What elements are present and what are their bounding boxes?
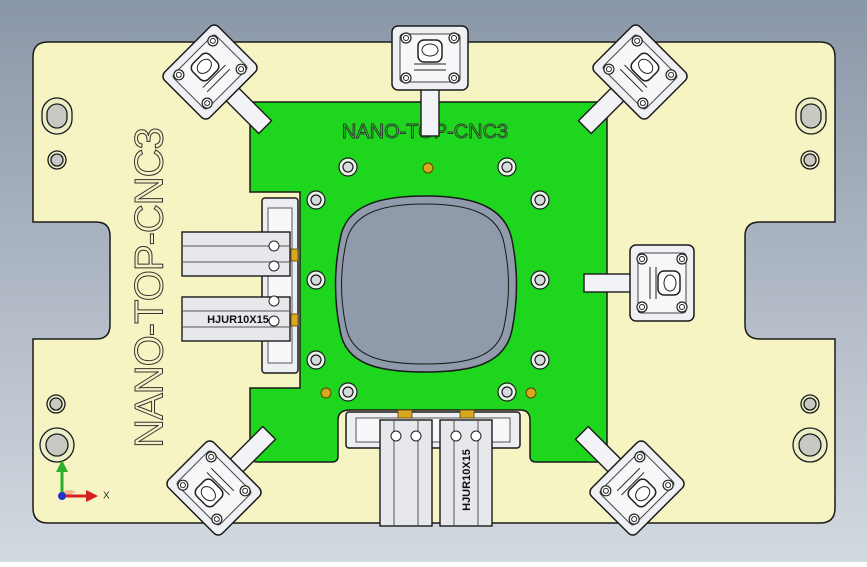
fixture-locating-holes (306, 157, 550, 402)
z-axis-marker (58, 492, 66, 500)
base-mount-holes (39, 97, 828, 463)
bottom-cylinder-assembly (345, 409, 521, 527)
x-axis-label: X (103, 491, 110, 502)
coordinate-triad: X (56, 460, 110, 502)
base-engraving: NANO-TOP-CNC3 (128, 128, 172, 448)
cylinder-bottom-label: HJUR10X15 (461, 449, 473, 511)
fixture-pocket (334, 195, 518, 373)
brass-dowel-pins (320, 162, 537, 399)
cylinder-left-label: HJUR10X15 (207, 314, 269, 326)
left-cylinder-assembly (181, 197, 299, 374)
